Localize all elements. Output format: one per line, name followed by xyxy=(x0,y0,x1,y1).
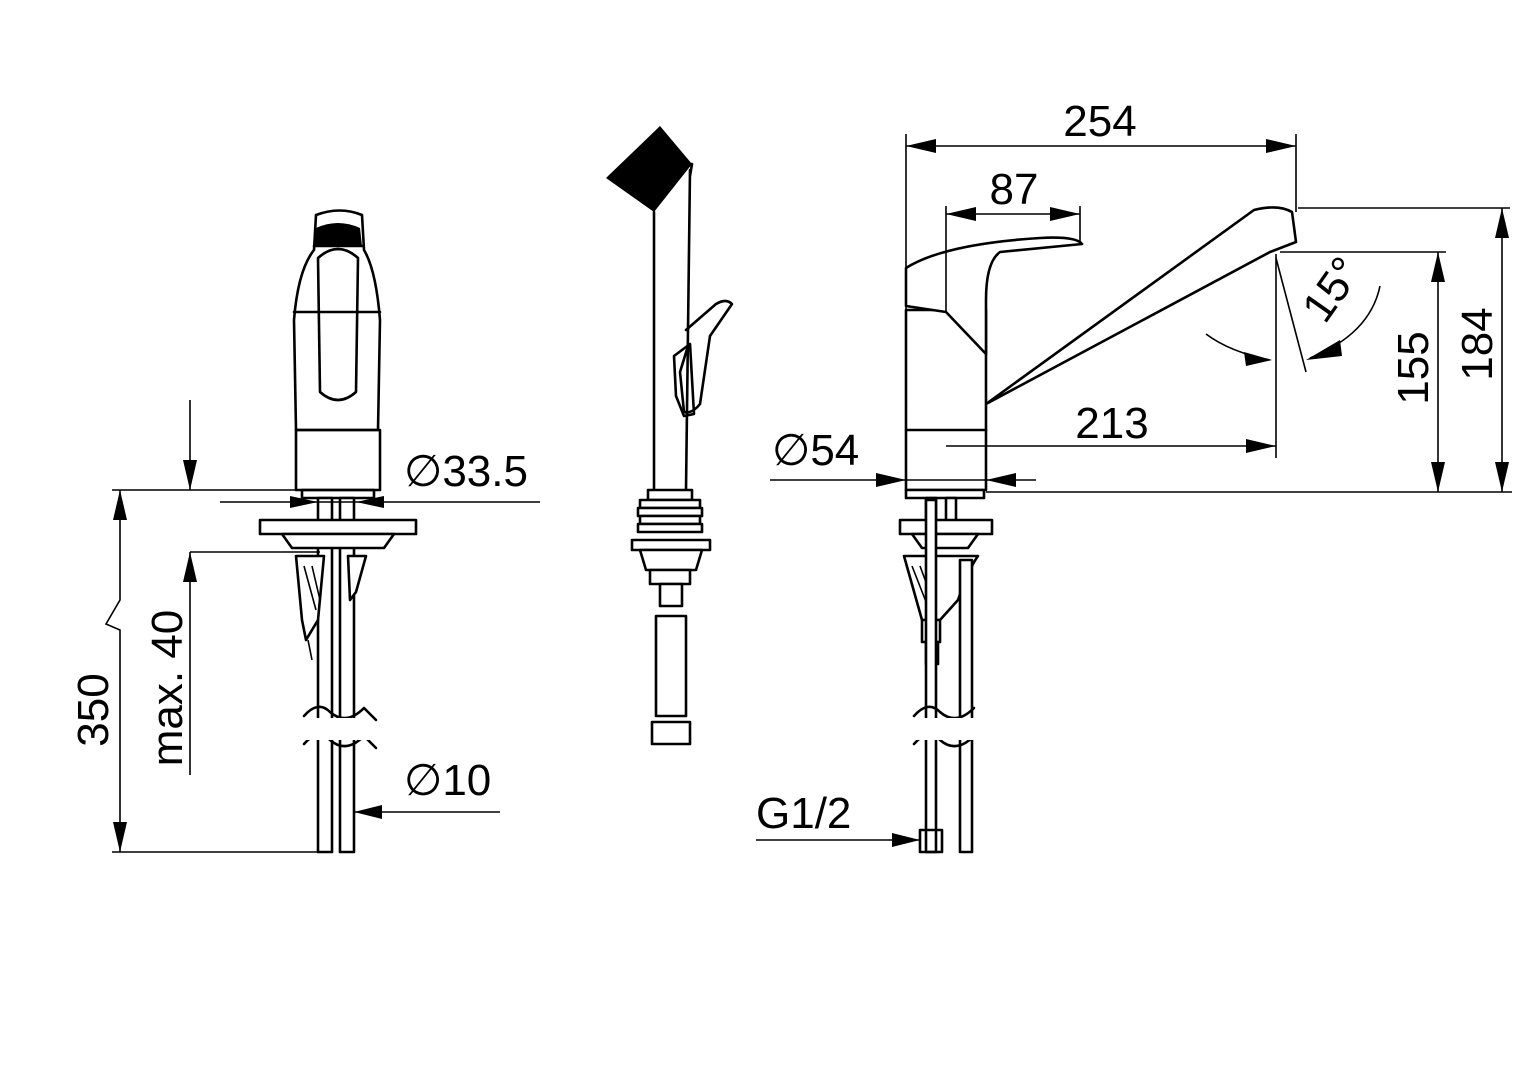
label-254: 254 xyxy=(1063,97,1136,146)
label-dia-33-5: ∅33.5 xyxy=(404,447,528,496)
label-155: 155 xyxy=(1389,331,1438,404)
spray-hose xyxy=(654,614,688,718)
side-lever xyxy=(904,236,1084,356)
label-dia-10: ∅10 xyxy=(404,756,491,805)
side-body xyxy=(904,206,1298,492)
front-shank xyxy=(316,496,334,854)
label-15-degree: 15° xyxy=(1293,248,1371,331)
label-213: 213 xyxy=(1075,399,1148,448)
side-view-faucet xyxy=(898,206,1298,854)
dimension-labels: ∅33.5 ∅10 350 max. 40 ∅54 G1/2 254 87 21… xyxy=(69,97,1502,838)
side-view-spray xyxy=(606,126,734,746)
front-supply-pipe xyxy=(338,496,356,854)
front-view xyxy=(258,209,418,854)
label-dia-54: ∅54 xyxy=(772,426,859,475)
front-mounting-plate xyxy=(258,518,418,536)
front-lever-slot xyxy=(316,247,360,402)
front-fixing-nut xyxy=(294,554,326,642)
front-handle xyxy=(292,209,382,432)
side-mounting-plate xyxy=(898,518,994,536)
label-184: 184 xyxy=(1453,307,1502,380)
spray-trigger xyxy=(672,342,696,418)
spray-head xyxy=(606,126,692,212)
front-body xyxy=(294,428,382,492)
label-350: 350 xyxy=(69,673,118,746)
label-g1-2: G1/2 xyxy=(756,789,851,838)
label-87: 87 xyxy=(990,165,1039,214)
dimension-lines xyxy=(104,134,1512,853)
label-max-40: max. 40 xyxy=(143,610,192,767)
